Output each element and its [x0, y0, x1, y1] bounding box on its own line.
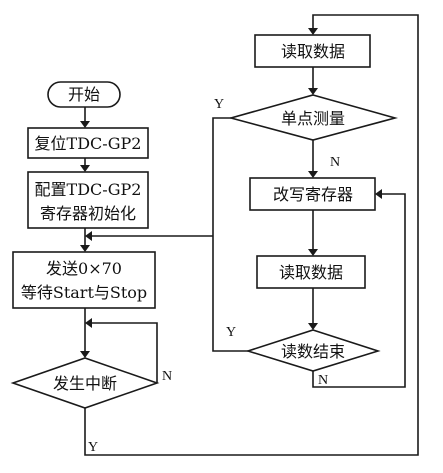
interrupt-label: 发生中断: [53, 374, 117, 393]
reset-label: 复位TDC-GP2: [35, 134, 142, 153]
interrupt-no-label: N: [162, 369, 172, 384]
read-end-label: 读数结束: [281, 342, 345, 361]
start-label: 开始: [68, 85, 100, 104]
config-label-line1: 配置TDC-GP2: [35, 180, 142, 199]
arrowhead-rewrite: [308, 171, 318, 178]
read-data-mid-label: 读取数据: [279, 263, 343, 282]
config-box: [27, 171, 149, 229]
send-label-line2: 等待Start与Stop: [21, 283, 147, 302]
send-box: [12, 251, 156, 309]
arrowhead-single-point: [308, 88, 318, 95]
read-end-no-loop-line: [312, 193, 406, 388]
arrowhead-merge: [85, 231, 92, 241]
arrowhead-interrupt: [80, 351, 90, 358]
single-point-no-label: N: [330, 155, 340, 170]
arrowhead-read-end: [308, 323, 318, 330]
arrowhead-rewrite-loop: [375, 189, 382, 199]
read-end-yes-label: Y: [226, 325, 236, 340]
config-label-line2: 寄存器初始化: [40, 204, 136, 223]
arrowhead-read-top: [308, 28, 318, 35]
arrowhead-interrupt-loop: [85, 318, 92, 328]
single-yes-and-read-end-yes-line: [212, 117, 248, 352]
arrowhead-reset: [80, 121, 90, 128]
interrupt-yes-loop-line: [84, 14, 419, 456]
single-point-label: 单点测量: [281, 109, 345, 128]
arrowhead-config: [80, 165, 90, 172]
read-data-top-label: 读取数据: [281, 42, 345, 61]
arrowhead-read-mid: [308, 249, 318, 256]
rewrite-register-label: 改写寄存器: [273, 185, 353, 204]
start-terminal: [47, 81, 121, 108]
interrupt-yes-label: Y: [88, 440, 98, 455]
send-label-line1: 发送0×70: [46, 259, 122, 278]
interrupt-no-loop-line: [92, 322, 158, 383]
single-point-yes-label: Y: [214, 97, 224, 112]
read-data-mid-box: [256, 255, 366, 289]
reset-box: [27, 127, 149, 159]
read-end-no-label: N: [318, 373, 328, 388]
rewrite-register-box: [249, 177, 376, 211]
arrowhead-send: [80, 245, 90, 252]
